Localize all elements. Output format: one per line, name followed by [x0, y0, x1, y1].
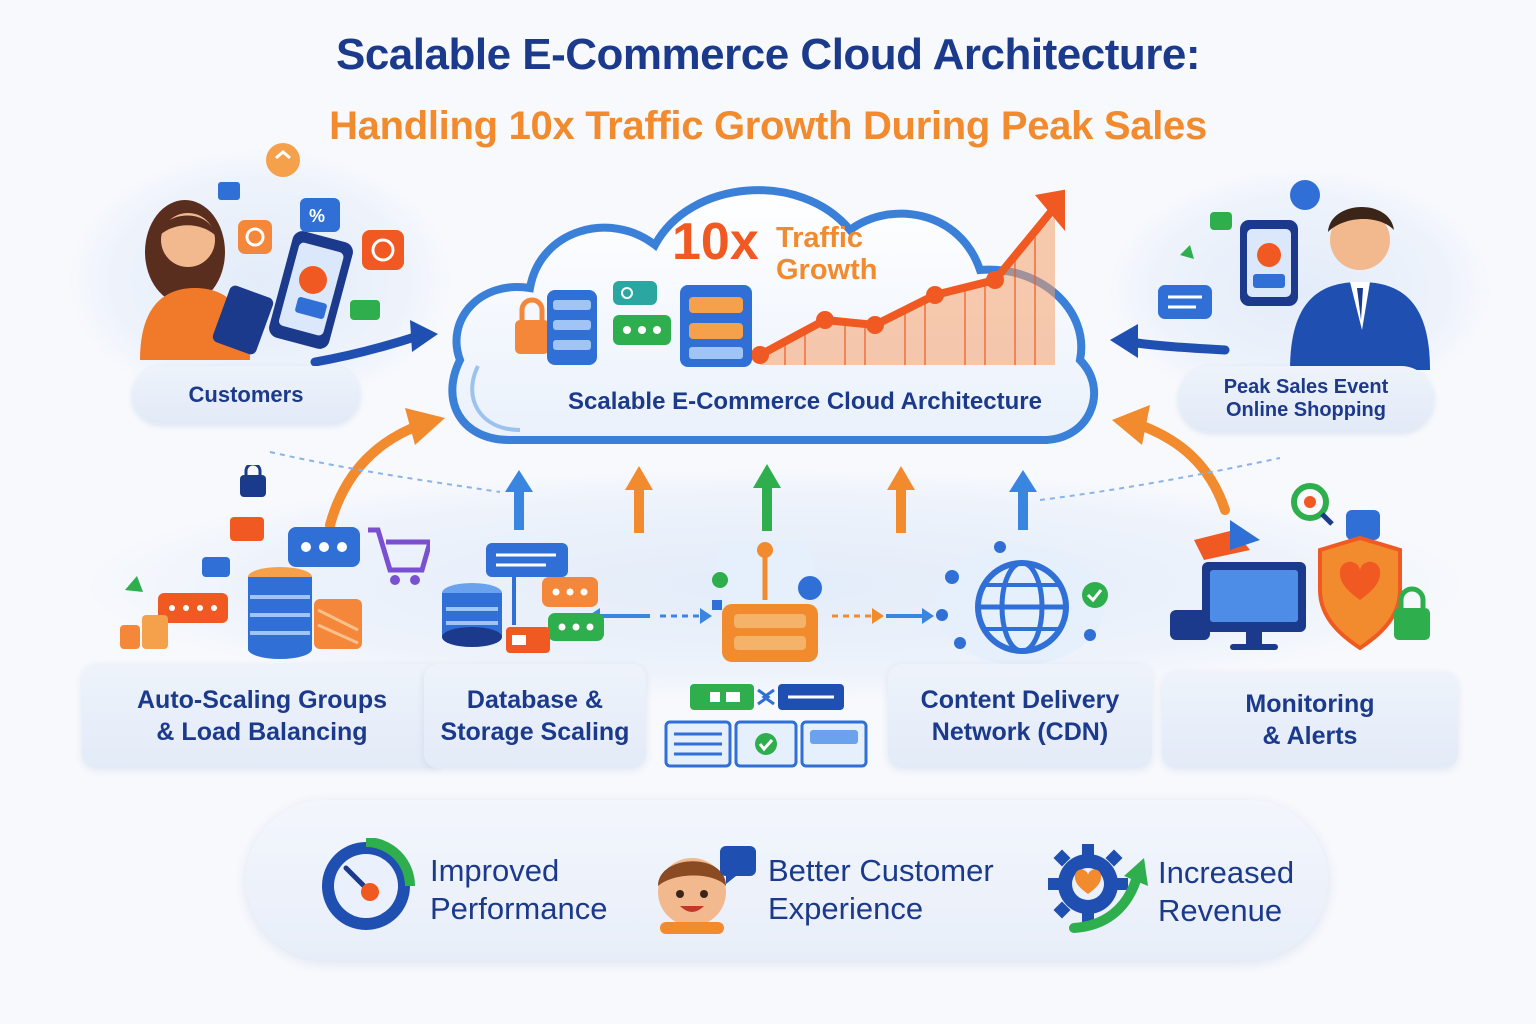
- peak-line1: Peak Sales Event: [1223, 376, 1389, 398]
- monitoring-alerts-icon: [1170, 483, 1430, 651]
- traffic-growth-chart-icon: [515, 189, 1065, 367]
- gear-growth-icon: [1048, 844, 1148, 933]
- mon-line2: & Alerts: [1262, 722, 1358, 750]
- peak-line2: Online Shopping: [1226, 399, 1386, 421]
- benefit-increased-revenue: Increased Revenue: [1158, 854, 1294, 930]
- page-subtitle: Handling 10x Traffic Growth During Peak …: [329, 104, 1207, 148]
- peak-sales-label: Peak Sales Event Online Shopping: [1178, 366, 1434, 432]
- benefits-panel: [246, 800, 1328, 960]
- db-line1: Database &: [466, 686, 604, 714]
- central-cloud: [440, 160, 1120, 460]
- database-storage-label: Database & Storage Scaling: [424, 664, 646, 768]
- cloud-shape-icon: [448, 186, 1099, 445]
- benefit-2-line1: Better Customer: [768, 853, 994, 888]
- asg-line2: & Load Balancing: [156, 718, 368, 746]
- cloud-caption: Scalable E-Commerce Cloud Architecture: [568, 388, 1042, 415]
- happy-customer-icon: [658, 846, 756, 934]
- speedometer-icon: [322, 838, 415, 930]
- db-line2: Storage Scaling: [440, 718, 630, 746]
- svg-text:%: %: [309, 206, 325, 226]
- benefit-1-line2: Performance: [430, 891, 608, 926]
- monitoring-label: Monitoring & Alerts: [1162, 672, 1458, 768]
- customers-label: Customers: [132, 366, 360, 424]
- asg-line1: Auto-Scaling Groups: [137, 686, 387, 714]
- auto-scaling-servers-icon: [120, 465, 430, 659]
- cdn-label: Content Delivery Network (CDN): [888, 664, 1152, 768]
- page-title: Scalable E-Commerce Cloud Architecture:: [335, 30, 1201, 79]
- traffic-line1: Traffic: [776, 222, 864, 254]
- benefit-customer-experience: Better Customer Experience: [768, 852, 994, 928]
- cdn-line1: Content Delivery: [920, 686, 1120, 714]
- benefit-1-line1: Improved: [430, 853, 560, 888]
- load-balancer-panels-icon: [664, 684, 868, 768]
- peak-sales-man-icon: [1110, 180, 1430, 370]
- benefit-improved-performance: Improved Performance: [430, 852, 607, 928]
- customer-woman-icon: %: [140, 143, 438, 367]
- traffic-growth-label: Traffic Growth: [776, 222, 878, 286]
- database-storage-icon: [442, 543, 604, 653]
- benefit-3-line2: Revenue: [1158, 893, 1283, 928]
- load-balancer-router-icon: [712, 540, 822, 662]
- cdn-line2: Network (CDN): [931, 718, 1109, 746]
- traffic-line2: Growth: [776, 254, 878, 286]
- benefit-2-line2: Experience: [768, 891, 924, 926]
- mon-line1: Monitoring: [1245, 690, 1375, 718]
- benefit-3-line1: Increased: [1158, 855, 1295, 890]
- auto-scaling-label: Auto-Scaling Groups & Load Balancing: [82, 664, 442, 768]
- cdn-globe-icon: [935, 541, 1108, 665]
- traffic-multiplier: 10x: [672, 213, 759, 271]
